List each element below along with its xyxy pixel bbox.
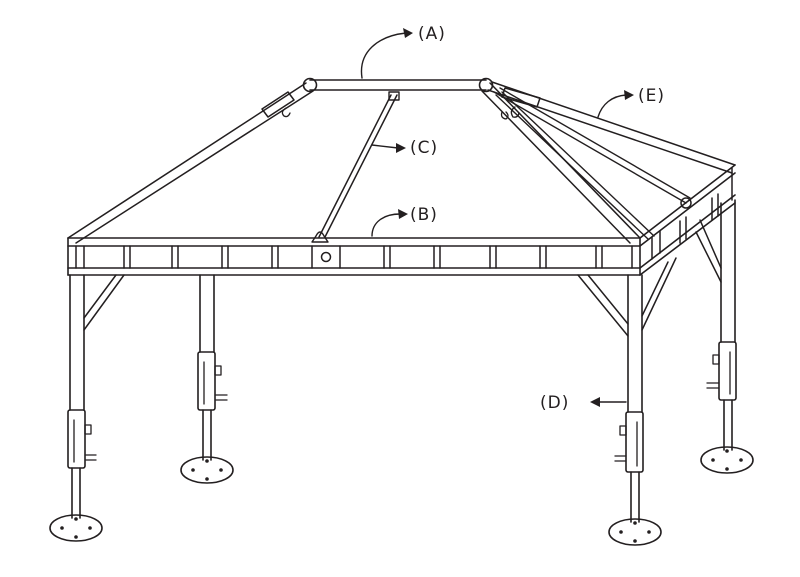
eave-beams [67,164,736,276]
callout-e: (E) [597,86,665,118]
leg-front-right [577,257,677,546]
label-c: (C) [410,138,438,158]
label-a: (A) [418,24,446,44]
front-eave-beam [67,237,641,276]
callout-a: (A) [360,24,446,79]
callout-d: (D) [540,393,627,413]
side-eave-beam [639,164,736,276]
tie-rod [311,91,400,243]
label-b: (B) [410,205,438,225]
ridge-bar [302,77,494,93]
callout-c: (C) [371,138,438,158]
label-e: (E) [638,86,665,106]
callout-b: (B) [371,205,438,237]
roof-frame [67,77,736,244]
callouts: (A) (C) (B) (E) (D) [360,24,665,413]
label-d: (D) [540,393,569,413]
leg-rear-right [695,199,754,474]
leg-rear-left [180,274,234,484]
rafter-front-left [67,82,314,244]
roof-panel-braces [493,87,692,240]
legs [49,199,754,546]
leg-front-left [49,274,125,542]
